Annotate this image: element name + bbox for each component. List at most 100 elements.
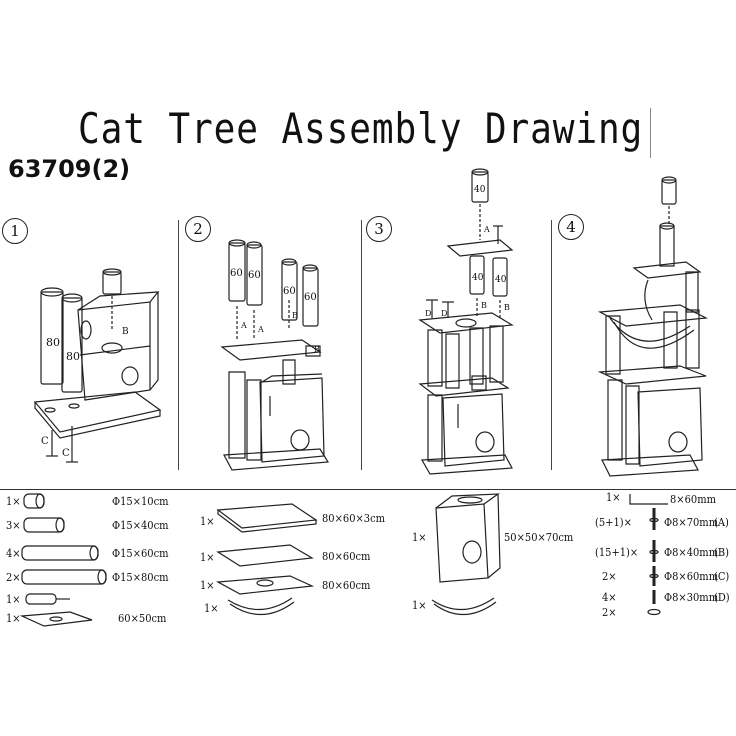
post-cap bbox=[282, 259, 296, 265]
part-spec: 80×60×3cm bbox=[322, 512, 386, 525]
condo-top-edge bbox=[262, 374, 322, 382]
post-label: 60 bbox=[283, 286, 296, 297]
part-post-end bbox=[98, 570, 106, 584]
post-label: 80 bbox=[46, 336, 60, 349]
part-condo-hole bbox=[458, 497, 482, 503]
part-spec: Φ15×80cm bbox=[112, 571, 169, 584]
part-qty: (5+1)× bbox=[595, 516, 632, 529]
step-4-drawing bbox=[600, 177, 706, 476]
part-board-hole bbox=[50, 617, 62, 621]
part-qty: 1× bbox=[200, 551, 215, 564]
title-frame bbox=[70, 108, 651, 158]
condo-box bbox=[260, 378, 324, 462]
part-qty: 1× bbox=[6, 593, 21, 606]
part-board-1 bbox=[218, 545, 312, 566]
bolt-label: A bbox=[257, 325, 264, 334]
step-number-3: 3 bbox=[366, 216, 392, 242]
post bbox=[626, 386, 639, 464]
post-label: 60 bbox=[304, 292, 317, 303]
part-qty: 3× bbox=[6, 519, 21, 532]
post bbox=[606, 316, 620, 374]
post-cap bbox=[62, 294, 82, 302]
condo-hole bbox=[102, 343, 122, 353]
part-washer bbox=[650, 519, 658, 522]
base-board-edge bbox=[35, 402, 160, 438]
condo-hole bbox=[122, 367, 138, 385]
part-board-2 bbox=[218, 576, 312, 594]
post bbox=[428, 395, 442, 461]
step-3-drawing: D D 40 40 B B 40 A bbox=[420, 169, 512, 474]
part-code: (A) bbox=[714, 516, 729, 529]
post-10 bbox=[103, 272, 121, 294]
part-board-hole bbox=[257, 580, 273, 586]
part-condo-hole bbox=[463, 541, 481, 563]
part-spec: Φ15×40cm bbox=[112, 519, 169, 532]
part-spec: Φ8×70mm bbox=[664, 516, 719, 529]
post-10-top bbox=[662, 180, 676, 204]
post-80-right bbox=[62, 298, 82, 392]
part-qty: 1× bbox=[6, 612, 21, 625]
post-cap bbox=[472, 169, 488, 175]
post bbox=[247, 380, 261, 460]
condo-hole bbox=[81, 321, 91, 339]
post-cap bbox=[303, 265, 317, 271]
part-post-40 bbox=[24, 518, 64, 532]
part-condo-top bbox=[436, 494, 498, 508]
part-hammock bbox=[432, 598, 494, 610]
condo-hole bbox=[476, 432, 494, 452]
condo-box-top bbox=[78, 292, 158, 310]
part-post-end bbox=[90, 546, 98, 560]
part-spec: Φ8×30mm bbox=[664, 591, 719, 604]
post bbox=[229, 372, 245, 458]
part-spec: Φ15×10cm bbox=[112, 495, 169, 508]
post-60 bbox=[229, 243, 245, 301]
post-top bbox=[660, 226, 674, 266]
post bbox=[428, 330, 442, 386]
part-qty: 1× bbox=[6, 495, 21, 508]
part-qty: 4× bbox=[6, 547, 21, 560]
part-spec: 80×60cm bbox=[322, 550, 371, 563]
condo-box bbox=[443, 394, 504, 466]
part-qty: 1× bbox=[412, 599, 427, 612]
post-40-top bbox=[472, 172, 488, 202]
part-hammock bbox=[228, 598, 292, 610]
base-board bbox=[224, 449, 328, 470]
post-cap bbox=[247, 242, 261, 248]
part-code: (D) bbox=[714, 591, 730, 604]
post-label: 40 bbox=[495, 275, 507, 285]
post bbox=[686, 272, 698, 312]
parts-icons bbox=[22, 494, 668, 626]
post-cap bbox=[103, 269, 121, 275]
part-toy bbox=[26, 594, 56, 604]
part-spec: Φ8×40mm bbox=[664, 546, 719, 559]
condo-hole bbox=[291, 430, 309, 450]
post-label: 60 bbox=[248, 270, 261, 281]
post bbox=[470, 328, 483, 384]
part-qty: (15+1)× bbox=[595, 546, 639, 559]
hammock bbox=[610, 318, 690, 341]
part-post-60 bbox=[22, 546, 98, 560]
post-cap bbox=[662, 177, 676, 183]
bolt-label: A bbox=[483, 225, 490, 234]
bolt-label: C bbox=[41, 436, 49, 447]
base-board bbox=[422, 455, 512, 474]
bolt-label: A bbox=[240, 321, 247, 330]
condo-hole bbox=[669, 432, 687, 452]
part-spec: 50×50×70cm bbox=[504, 531, 574, 544]
post bbox=[472, 376, 486, 390]
post-cap bbox=[660, 223, 674, 229]
post-80-left bbox=[41, 292, 63, 384]
post bbox=[664, 312, 677, 368]
condo-shelf bbox=[80, 346, 150, 355]
middle-board bbox=[222, 340, 320, 360]
bolt-label: B bbox=[122, 327, 129, 337]
post-label: 60 bbox=[230, 268, 243, 279]
post-label: 40 bbox=[474, 185, 486, 195]
post-label: 40 bbox=[472, 273, 484, 283]
bolt-label: B bbox=[314, 345, 320, 354]
post bbox=[446, 334, 459, 388]
step-number-4: 4 bbox=[558, 214, 584, 240]
part-qty: 1× bbox=[204, 602, 219, 615]
bolt-label: B bbox=[481, 301, 487, 310]
washer bbox=[69, 404, 79, 408]
